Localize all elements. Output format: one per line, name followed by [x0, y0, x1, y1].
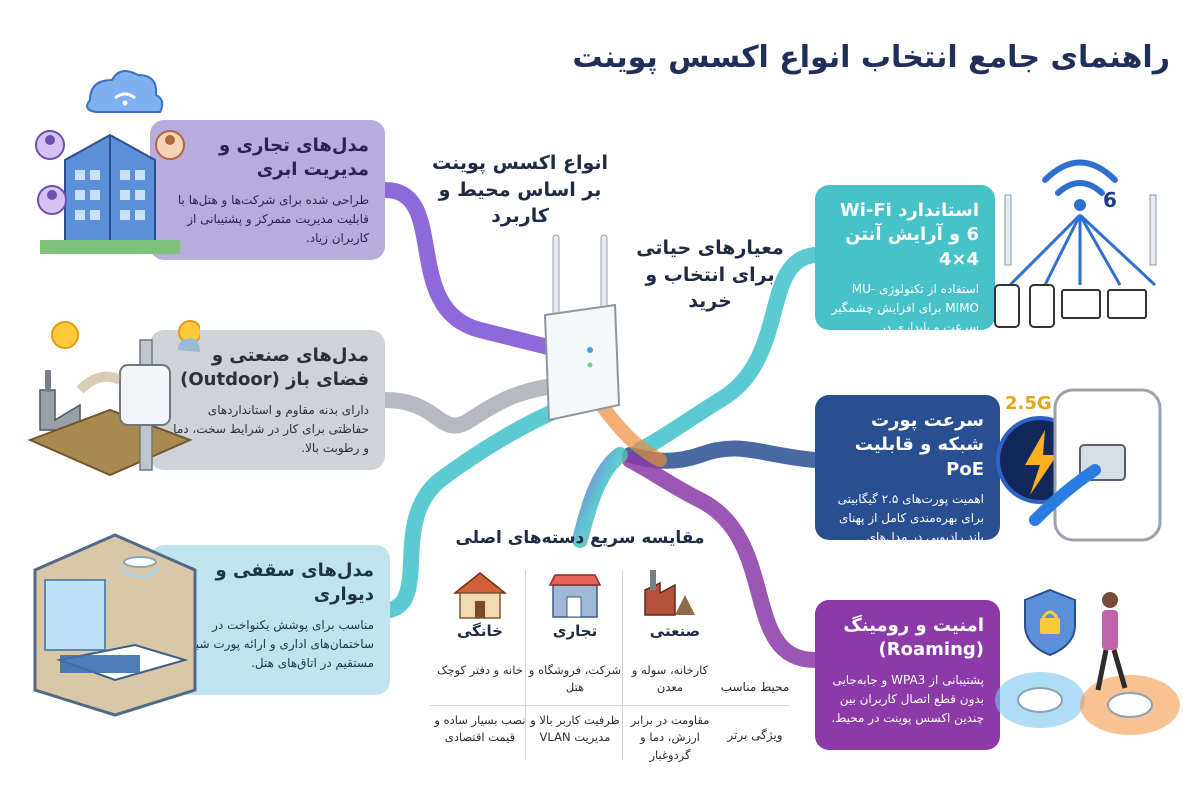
types-hub-label: انواع اکسس پوینت بر اساس محیط و کاربرد: [431, 152, 609, 228]
card-industrial-body: دارای بدنه مقاوم و استانداردهای حفاظتی ب…: [173, 402, 369, 455]
factory-icon: [644, 570, 695, 616]
card-industrial-heading: مدل‌های صنعتی و فضای باز (Outdoor): [180, 345, 369, 391]
cloud-icon: [86, 70, 164, 113]
line-comparison: [572, 447, 628, 548]
line-ceiling: [382, 397, 578, 618]
criteria-hub-label: معیارهای حیاتی برای انتخاب و خرید: [636, 237, 784, 313]
comparison-cell: کارخانه، سوله و معدن: [631, 663, 709, 695]
line-industrial: [377, 377, 568, 434]
comparison-divider: [430, 705, 790, 706]
comparison-row-label-feature: ویژگی برتر: [727, 728, 783, 742]
comparison-col-commercial: تجاری: [552, 622, 598, 640]
factory-icon: [27, 320, 200, 477]
card-security-body: پشتیبانی از WPA3 و جابه‌جایی بدون قطع ات…: [831, 672, 984, 725]
card-commercial-heading: مدل‌های تجاری و مدیریت ابری: [219, 135, 369, 181]
comparison-divider: [622, 570, 623, 760]
house-icon: [452, 572, 508, 619]
ethernet-cable-icon: [996, 388, 1162, 542]
comparison-row-label-environment: محیط مناسب: [720, 680, 790, 694]
comparison-cell: ظرفیت کاربر بالا و مدیریت VLAN: [530, 713, 620, 745]
line-security: [622, 452, 823, 668]
phone-icon: [994, 284, 1020, 328]
comparison-title: مقایسه سریع دسته‌های اصلی: [455, 528, 705, 548]
lock-shield-icon: [995, 588, 1180, 735]
line-commercial: [377, 182, 568, 358]
comparison-cell: نصب بسیار ساده و قیمت اقتصادی: [434, 713, 526, 745]
laptop-icon: [1061, 289, 1101, 319]
wifi-icon: [994, 159, 1157, 328]
lightning-icon: [1025, 430, 1057, 495]
card-commercial-body: طراحی شده برای شرکت‌ها و هتل‌ها با قابلی…: [177, 192, 369, 245]
comparison-col-home: خانگی: [457, 622, 503, 640]
wifi-version-badge: 6: [1103, 188, 1117, 212]
card-wifi6-heading: استاندارد Wi-Fi 6 و آرایش آنتن 4×4: [839, 200, 979, 270]
page-title: راهنمای جامع انتخاب انواع اکسس پوینت: [572, 40, 1170, 75]
card-port-body: اهمیت پورت‌های ۲.۵ گیگابیتی برای بهره‌من…: [837, 491, 984, 564]
card-industrial: مدل‌های صنعتی و فضای باز (Outdoor) دارای…: [150, 330, 385, 470]
port-speed-badge: 2.5G: [1005, 393, 1052, 414]
card-security-heading: امنیت و رومینگ (Roaming): [843, 615, 984, 661]
card-port: سرعت پورت شبکه و قابلیت PoE اهمیت پورت‌ه…: [815, 395, 1000, 563]
line-wifi6: [632, 247, 823, 458]
comparison-cell: خانه و دفتر کوچک: [437, 663, 523, 677]
comparison-cell: مقاومت در برابر ارزش، دما و گردوغبار: [630, 713, 710, 762]
access-point-icon: [543, 234, 621, 422]
bed-icon: [33, 533, 197, 717]
rain-cloud-icon: [178, 338, 200, 352]
sun-icon: [51, 321, 79, 349]
comparison-cell: شرکت، فروشگاه و هتل: [528, 663, 622, 695]
comparison-col-industrial: صنعتی: [649, 622, 701, 640]
comparison-divider: [525, 570, 526, 760]
card-security: امنیت و رومینگ (Roaming) پشتیبانی از WPA…: [815, 600, 1000, 750]
card-ceiling-heading: مدل‌های سقفی و دیواری: [215, 560, 374, 606]
card-wifi6-body: استفاده از تکنولوژی MU-MIMO برای افزایش …: [831, 281, 979, 354]
card-ceiling-body: مناسب برای پوشش یکنواخت در ساختمان‌های ا…: [182, 617, 374, 670]
office-building-icon: [35, 70, 185, 254]
shop-icon: [548, 574, 602, 618]
card-port-heading: سرعت پورت شبکه و قابلیت PoE: [854, 410, 984, 480]
card-commercial: مدل‌های تجاری و مدیریت ابری طراحی شده بر…: [150, 120, 385, 260]
card-wifi6: استاندارد Wi-Fi 6 و آرایش آنتن 4×4 استفا…: [815, 185, 995, 353]
